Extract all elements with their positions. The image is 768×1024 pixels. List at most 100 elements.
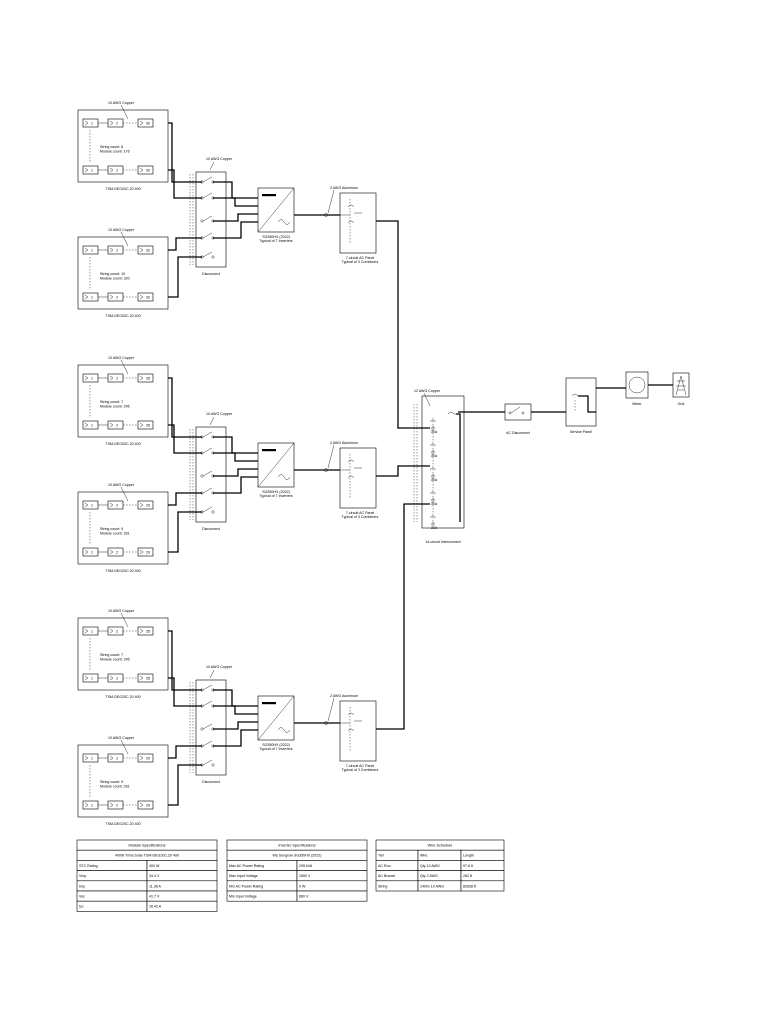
ac-feeder-3: [376, 503, 430, 730]
module-number: 35: [146, 376, 150, 380]
module-count: Module count: 261: [100, 532, 130, 536]
module-diode-icon: [139, 802, 144, 808]
module-diode-icon: [139, 120, 144, 126]
dc-feeder: [213, 476, 258, 494]
table-cell-text: Min AC Power Rating: [229, 884, 263, 888]
dc-symbol-icon: [262, 702, 276, 705]
module-count: Module count: 176: [100, 150, 130, 154]
module-diode-icon: [109, 422, 114, 428]
module-number: 2: [116, 756, 118, 760]
interconnect-breaker: 30A: [429, 419, 438, 434]
interconnect-breaker: 30A: [429, 443, 438, 458]
dc-disconnect: Disconnect: [189, 171, 227, 276]
module-number: 1: [91, 803, 93, 807]
ac-panel-sublabel: Typical of 3 Combiners: [342, 515, 379, 519]
leader-line: [327, 189, 335, 214]
module-part-number: TSM-DEG20C.20 400: [105, 569, 140, 573]
ac-disconnect-box: [504, 403, 532, 421]
wire-gauge-label: 10 AWG Copper: [108, 356, 135, 360]
breaker-icon: [571, 393, 579, 397]
module-diode-icon: [139, 167, 144, 173]
module-number: 2: [116, 629, 118, 633]
module-diode-icon: [109, 628, 114, 634]
ac-disconnect-label: AC Disconnect: [506, 431, 530, 435]
dc-feeder: [213, 468, 258, 477]
breaker-icon: [347, 220, 355, 224]
switch-blade: [202, 723, 213, 730]
table-header: Length: [463, 854, 474, 858]
ac-sine-icon: [277, 219, 291, 225]
breaker-icon: [429, 491, 437, 495]
breaker-terminal: [431, 522, 435, 526]
table-cell-text: 82838 ft: [463, 884, 476, 888]
inverter-diagonal: [257, 187, 295, 233]
module-diode-icon: [84, 802, 89, 808]
breaker-rating: 30A: [431, 454, 438, 458]
table-cell-text: 660 V: [299, 895, 309, 899]
module-diode-icon: [109, 120, 114, 126]
table-cell-text: Min Input Voltage: [229, 895, 257, 899]
dc-feeder: [213, 197, 258, 207]
switch-blade: [202, 470, 213, 477]
dc-disconnect: Disconnect: [189, 426, 227, 531]
pv-module: [137, 800, 154, 810]
module-diode-icon: [84, 422, 89, 428]
table-header: Tier: [378, 854, 385, 858]
table-cell-text: Voc: [79, 895, 85, 899]
pv-module: [137, 165, 154, 175]
table-subtitle: 400W Trina Solar TSM-DEG20C.20 400: [115, 854, 179, 858]
leader-line: [120, 739, 129, 755]
leader-line: [120, 231, 129, 247]
ac-panel-label: 7-circuit AC Panel: [346, 511, 375, 515]
module-number: 35: [146, 629, 150, 633]
ac-panel-sublabel: Typical of 3 Combiners: [342, 768, 379, 772]
module-number: 32: [146, 295, 150, 299]
wire-gauge-label: 10 AWG Copper: [206, 665, 233, 669]
switch-contact: [211, 763, 215, 767]
splice-node: [324, 721, 328, 725]
switch-blade: [510, 406, 521, 414]
leader-line: [423, 392, 431, 407]
meter-icon: [628, 376, 646, 394]
leader-line: [209, 669, 215, 679]
module-number: 1: [91, 168, 93, 172]
breaker-icon: [347, 728, 355, 732]
string-homerun: [168, 237, 202, 251]
module-diode-icon: [139, 375, 144, 381]
pv-module: [137, 118, 154, 128]
string-homerun: [168, 677, 202, 707]
table-title: Wire Schedule: [428, 844, 453, 848]
dc-symbol-icon: [262, 194, 276, 197]
wire-gauge-label: 2 AWG Aluminum: [330, 441, 358, 445]
service-panel-box: [565, 377, 597, 427]
switch-blade: [202, 700, 213, 707]
module-diode-icon: [139, 628, 144, 634]
interconnect-breaker: 30A: [429, 467, 438, 482]
switch-contact: [211, 255, 215, 259]
wire-gauge-label: 10 AWG Copper: [108, 228, 135, 232]
module-number: 1: [91, 376, 93, 380]
dc-feeder: [213, 452, 258, 462]
inverter-diagonal: [257, 442, 295, 488]
grid-label: Grid: [678, 402, 685, 406]
inverter-diagonal: [257, 695, 295, 741]
module-diode-icon: [139, 755, 144, 761]
breaker-rating: 30A: [431, 502, 438, 506]
switch-blade: [202, 215, 213, 222]
module-count: Module count: 245: [100, 405, 130, 409]
interconnect-box: [421, 395, 465, 529]
breaker-icon: [347, 475, 355, 479]
table-cell-text: Max AC Power Rating: [229, 864, 264, 868]
